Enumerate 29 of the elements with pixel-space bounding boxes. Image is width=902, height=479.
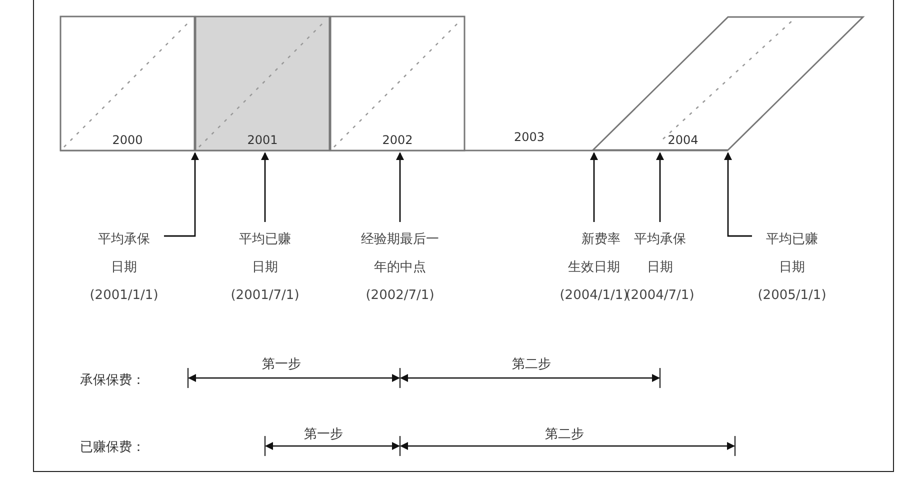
year-label: 2002 [381, 133, 414, 147]
date-caption: 平均已赚日期 [765, 231, 819, 277]
arrow [396, 152, 404, 222]
date-value: (2002/7/1) [366, 287, 434, 305]
date-value: (2004/1/1) [560, 287, 628, 305]
date-caption: 平均承保日期 [633, 231, 687, 277]
step-label: 第二步 [545, 426, 584, 443]
arrow [261, 152, 269, 222]
step-label: 第一步 [304, 426, 343, 443]
year-label: 2000 [111, 133, 144, 147]
year-label: 2004 [666, 133, 700, 147]
date-caption: 平均已赚日期 [238, 231, 292, 277]
step-label: 第一步 [262, 356, 301, 373]
date-caption: 新费率生效日期 [567, 231, 622, 277]
date-value: (2001/1/1) [90, 287, 158, 305]
arrow [656, 152, 664, 222]
date-value: (2001/7/1) [230, 287, 300, 305]
date-value: (2004/7/1) [626, 287, 694, 305]
arrow [724, 152, 752, 237]
year-label: 2001 [246, 133, 279, 147]
date-value: (2005/1/1) [758, 287, 826, 305]
date-caption: 平均承保日期 [97, 231, 151, 277]
row-label: 承保保费： [80, 372, 145, 389]
arrow [164, 152, 199, 237]
arrow [590, 152, 598, 222]
year-label: 2003 [514, 130, 545, 144]
row-label: 已赚保费： [80, 439, 145, 456]
step-label: 第二步 [512, 356, 551, 373]
date-caption: 经验期最后一年的中点 [360, 231, 440, 277]
